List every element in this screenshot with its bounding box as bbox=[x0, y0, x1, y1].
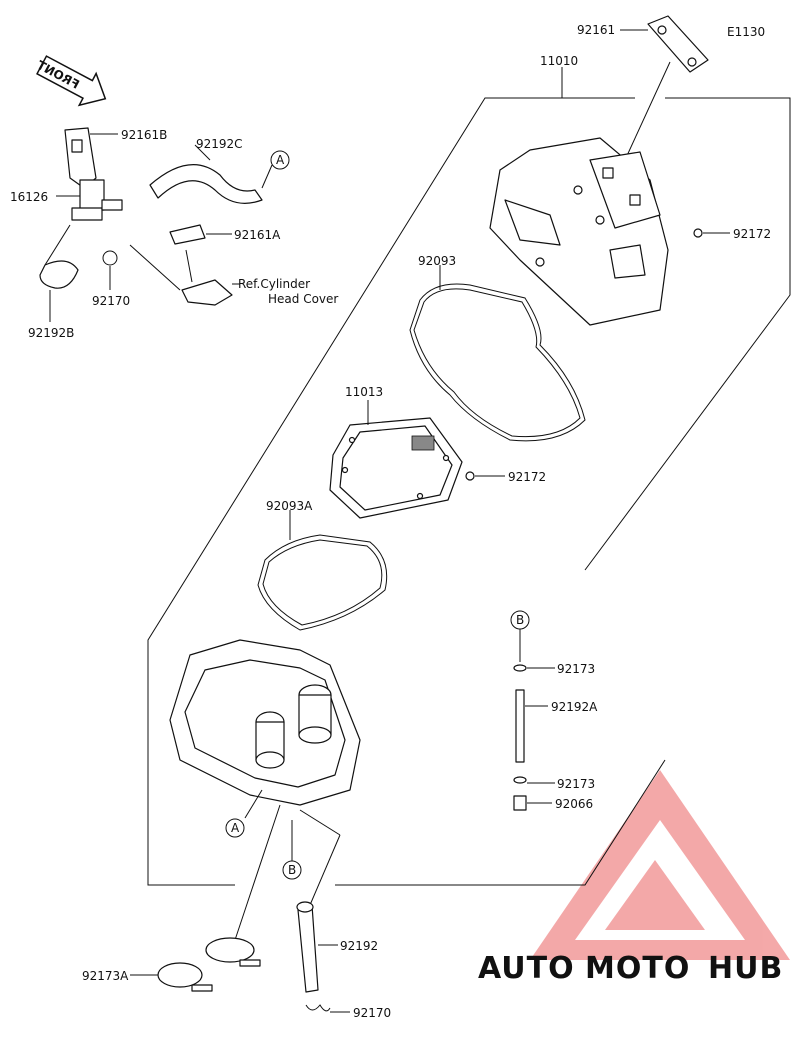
hose-92192B bbox=[39, 260, 79, 289]
label-92161: 92161 bbox=[577, 23, 615, 37]
diagram-code: E1130 bbox=[727, 25, 765, 39]
label-92066: 92066 bbox=[555, 797, 593, 811]
label-92161A: 92161A bbox=[234, 228, 281, 242]
upper-housing-11010 bbox=[489, 137, 669, 326]
label-92170-bottom: 92170 bbox=[353, 1006, 391, 1020]
assembly-outline-right-top bbox=[584, 97, 791, 571]
ref-note-line1: Ref.Cylinder bbox=[238, 277, 310, 291]
callout-a-top-label: A bbox=[276, 153, 285, 167]
label-92093A: 92093A bbox=[266, 499, 313, 513]
assembly-outline-bottom bbox=[335, 759, 666, 886]
callout-b-top-label: B bbox=[516, 613, 524, 627]
clip-92170-top bbox=[102, 250, 118, 266]
label-92093: 92093 bbox=[418, 254, 456, 268]
gasket-92093A bbox=[257, 534, 388, 631]
label-16126: 16126 bbox=[10, 190, 48, 204]
hose-92192A bbox=[515, 689, 525, 763]
clamp-92173A bbox=[157, 937, 261, 992]
watermark-text-auto: AUTO bbox=[478, 951, 575, 986]
callout-a-top bbox=[270, 150, 290, 170]
plate-92161 bbox=[647, 15, 709, 73]
front-arrow-icon: FRONT bbox=[34, 55, 107, 107]
label-92192C: 92192C bbox=[196, 137, 243, 151]
clip-92170-bottom bbox=[305, 1004, 331, 1012]
watermark-logo-icon bbox=[530, 770, 790, 960]
valve-16126 bbox=[71, 179, 123, 221]
lower-housing bbox=[169, 639, 361, 806]
label-92173-upper: 92173 bbox=[557, 662, 595, 676]
label-11010: 11010 bbox=[540, 54, 578, 68]
label-92161B: 92161B bbox=[121, 128, 167, 142]
hose-92192C bbox=[149, 164, 263, 204]
cylinder-head-cover-ref bbox=[181, 279, 233, 306]
label-92173A: 92173A bbox=[82, 969, 129, 983]
clamp-92173-upper bbox=[513, 664, 527, 672]
callout-a-bottom bbox=[225, 818, 245, 838]
hose-92192 bbox=[297, 902, 319, 993]
gasket-92093 bbox=[409, 283, 586, 442]
screw-92172-mid bbox=[465, 471, 475, 481]
ref-note-line2: Head Cover bbox=[268, 292, 338, 306]
pad-92161A bbox=[169, 224, 206, 245]
plug-92066 bbox=[513, 795, 527, 811]
bracket-92161B bbox=[64, 127, 97, 189]
label-92192: 92192 bbox=[340, 939, 378, 953]
watermark-text-moto: MOTO bbox=[585, 951, 690, 986]
watermark-text-hub: HUB bbox=[708, 951, 783, 986]
label-92173-lower: 92173 bbox=[557, 777, 595, 791]
label-92172-top: 92172 bbox=[733, 227, 771, 241]
label-11013: 11013 bbox=[345, 385, 383, 399]
label-92192B: 92192B bbox=[28, 326, 74, 340]
callout-a-bottom-label: A bbox=[231, 821, 240, 835]
label-92170-top: 92170 bbox=[92, 294, 130, 308]
clamp-92173-lower bbox=[513, 776, 527, 784]
assembly-outline-left bbox=[147, 97, 635, 886]
callout-b-bottom bbox=[282, 860, 302, 880]
label-92172-mid: 92172 bbox=[508, 470, 546, 484]
screw-92172-top bbox=[693, 228, 703, 238]
label-92192A: 92192A bbox=[551, 700, 598, 714]
filter-element-11013 bbox=[329, 417, 463, 519]
callout-b-bottom-label: B bbox=[288, 863, 296, 877]
